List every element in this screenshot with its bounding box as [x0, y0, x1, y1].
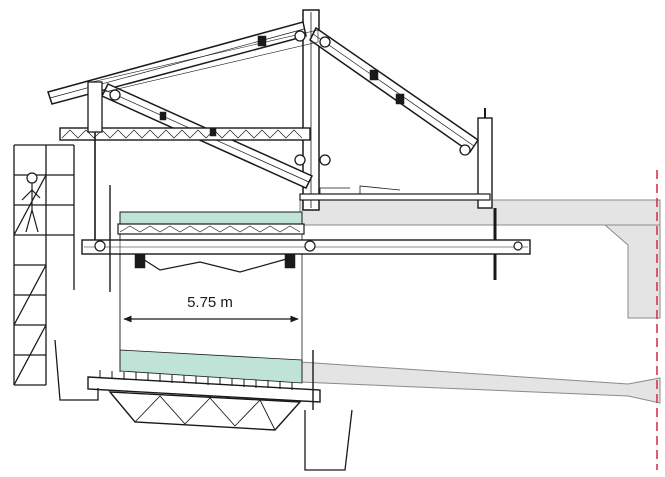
front-hanger [87, 81, 103, 133]
dimension-label: 5.75 m [187, 294, 233, 311]
upper-boom [47, 21, 307, 105]
access-scaffold [13, 144, 75, 386]
new-segment-bottom-slab [119, 349, 303, 384]
bottom-form-beam [87, 376, 321, 403]
traveller-truss [47, 9, 497, 280]
worker-figure [21, 172, 41, 233]
bottom-slab [299, 361, 661, 404]
bottom-platform [54, 185, 353, 471]
traveller-rail [299, 193, 491, 201]
rear-platform [304, 409, 353, 471]
segment-length-dimension: 5.75 m [123, 294, 299, 323]
lattice-beam [59, 127, 311, 141]
new-segment [119, 211, 303, 384]
existing-deck-segment [299, 170, 661, 470]
web-haunch [603, 224, 661, 319]
left-platform [54, 339, 99, 401]
upper-formwork [81, 223, 531, 273]
